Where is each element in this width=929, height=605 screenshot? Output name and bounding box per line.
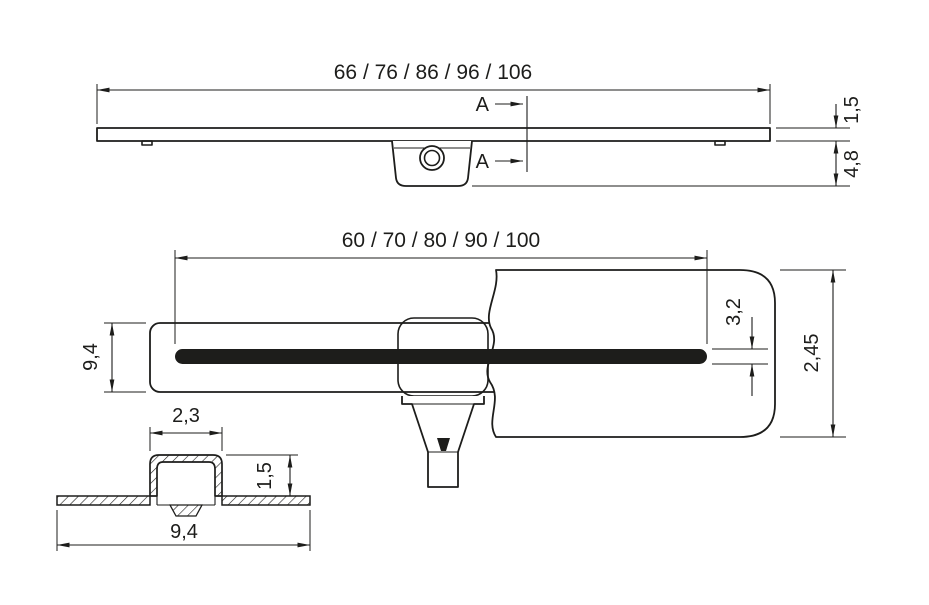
dim-slot-length: 60 / 70 / 80 / 90 / 100 [342,229,541,252]
dim-trap-depth: 4,8 [841,150,863,178]
dim-section-channel-width: 2,3 [172,405,200,427]
dim-overall-length: 66 / 76 / 86 / 96 / 106 [334,61,533,84]
dim-section-channel-height: 1,5 [254,462,276,490]
section-outlet-stub [168,504,204,517]
plan-view: 60 / 70 / 80 / 90 / 100 9,4 3,2 2,45 [80,229,846,488]
dim-section-flange-width: 9,4 [170,521,198,543]
side-view: A A 66 / 76 / 86 / 96 / 106 1,5 4,8 [96,61,863,187]
section-label-bottom: A [476,151,490,173]
section-flange-left [56,495,151,506]
section-label-top: A [476,94,490,116]
mounting-foot-right [714,140,726,146]
dim-slot-width: 3,2 [723,298,745,326]
funnel-opening [437,438,450,451]
drain-slot-plan [175,349,707,364]
drain-outlet-circle-inner [423,149,441,167]
drain-outlet-circle-outer [419,145,445,171]
section-view: 2,3 1,5 9,4 [56,405,311,551]
channel-profile-side [96,127,771,142]
dim-thickness: 1,5 [841,96,863,124]
section-flange-right [221,495,311,506]
mounting-foot-left [141,140,153,146]
dim-channel-width: 9,4 [80,343,102,371]
dim-flange-length: 2,45 [801,334,823,373]
